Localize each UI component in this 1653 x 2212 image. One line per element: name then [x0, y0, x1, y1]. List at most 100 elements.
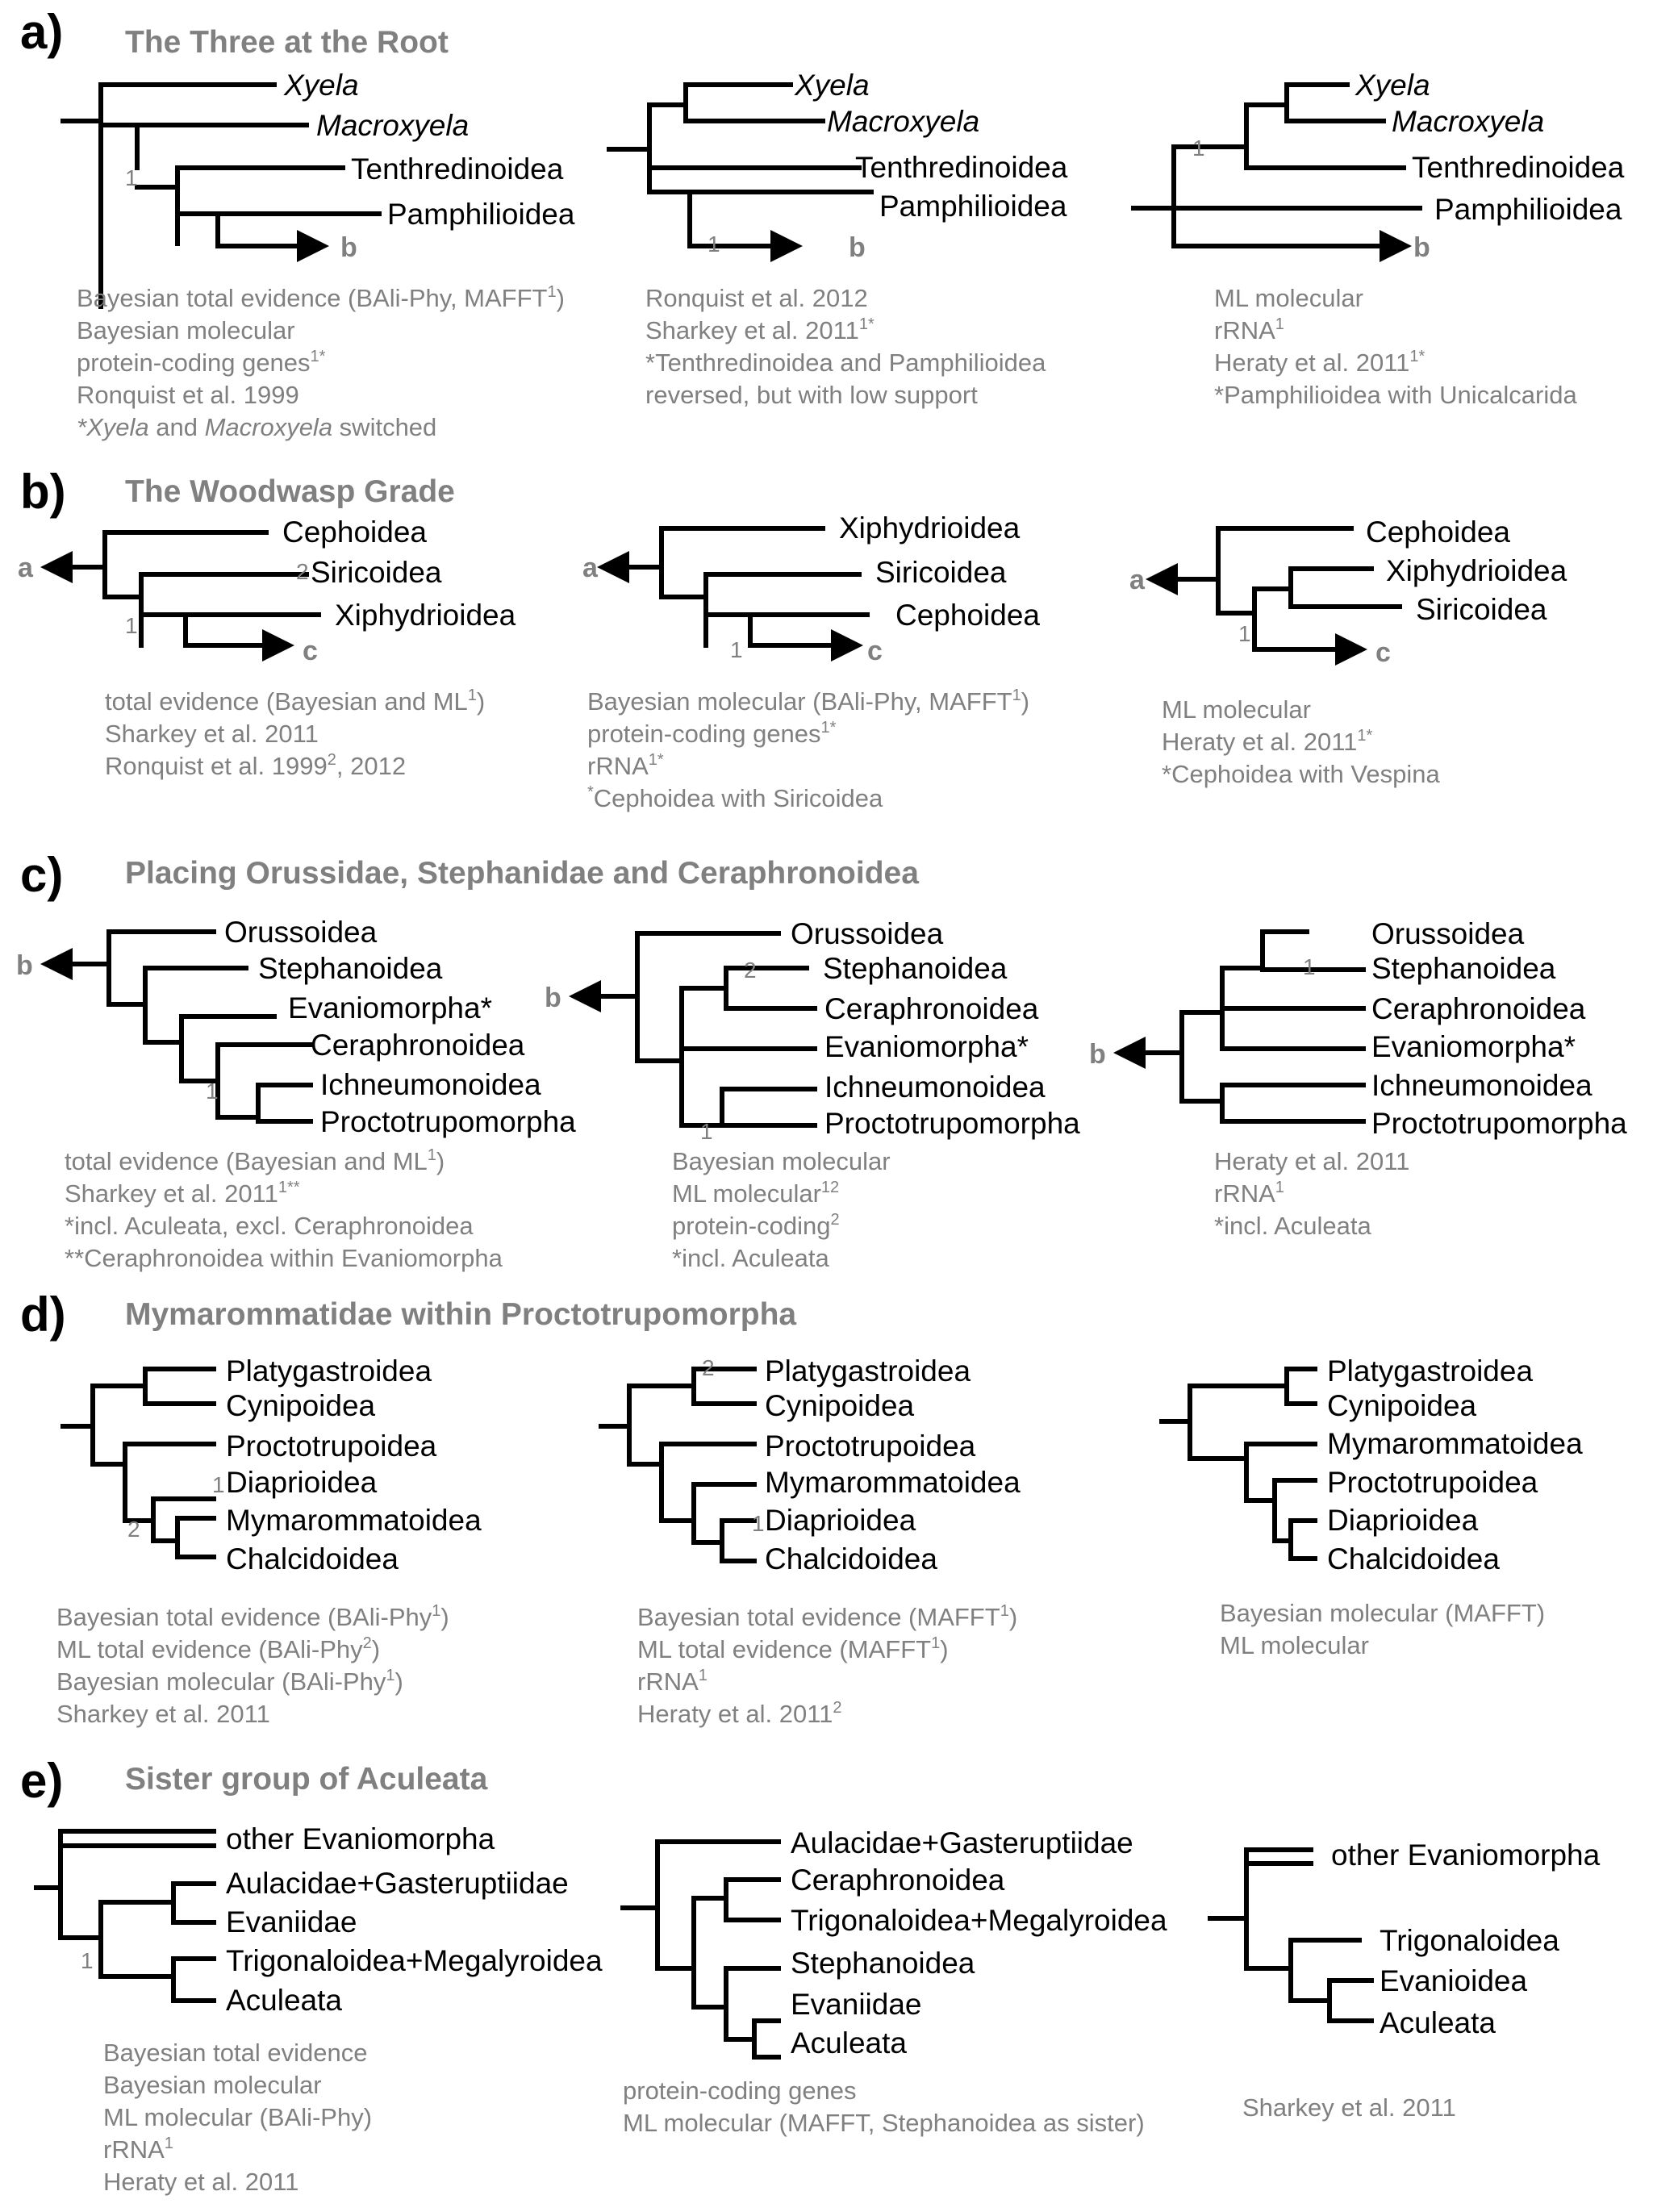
- caption-line: reversed, but with low support: [645, 381, 978, 409]
- caption-line: Ronquist et al. 1999: [77, 381, 299, 409]
- arrowhead-right: [262, 629, 294, 662]
- caption-line: *incl. Aculeata, excl. Ceraphronoidea: [65, 1212, 474, 1240]
- panel-title: Placing Orussidae, Stephanidae and Cerap…: [125, 856, 919, 891]
- caption-line: ML molecular (BAli-Phy): [103, 2103, 372, 2131]
- taxon-label: Cynipoidea: [765, 1389, 915, 1422]
- tree-a3: b Xyela Macroxyela Tenthredinoidea Pamph…: [1131, 69, 1625, 409]
- tree-e3: other Evaniomorpha Trigonaloidea Evanioi…: [1208, 1838, 1601, 2122]
- caption-line: ML molecular (MAFFT, Stephanoidea as sis…: [623, 2109, 1145, 2137]
- taxon-label: Ceraphronoidea: [311, 1029, 525, 1062]
- caption-line: Heraty et al. 2011: [103, 2168, 298, 2196]
- tree-d2: Platygastroidea Cynipoidea Proctotrupoid…: [599, 1354, 1021, 1728]
- taxon-label: Diaprioidea: [226, 1466, 378, 1499]
- arrowhead-left: [40, 551, 73, 583]
- taxon-label: Cynipoidea: [1327, 1389, 1477, 1422]
- caption-line: Bayesian molecular (BAli-Phy1): [56, 1667, 403, 1696]
- taxon-label: Diaprioidea: [1327, 1504, 1479, 1537]
- caption-line: ML molecular: [1220, 1631, 1369, 1659]
- taxon-label: Xiphydrioidea: [335, 599, 516, 632]
- arrow-label: c: [303, 636, 318, 666]
- arrow-label-in: a: [1129, 565, 1146, 595]
- taxon-label: Diaprioidea: [765, 1504, 916, 1537]
- taxon-label: Orussoidea: [224, 916, 378, 949]
- taxon-label: Siricoidea: [311, 556, 442, 589]
- support-value: 1: [708, 232, 720, 257]
- panel-letter: d): [20, 1288, 66, 1342]
- caption-line: ML molecular: [1162, 695, 1311, 724]
- panel-d: d) Mymarommatidae within Proctotrupomorp…: [20, 1288, 1583, 1728]
- caption-line: Bayesian molecular (BAli-Phy, MAFFT1): [587, 687, 1029, 716]
- caption-line: Sharkey et al. 2011: [56, 1700, 270, 1728]
- caption-line: Bayesian molecular: [103, 2071, 322, 2099]
- taxon-label: Xiphydrioidea: [839, 511, 1021, 545]
- arrowhead-right: [1380, 230, 1412, 262]
- tree-b1: a c Cephoidea Siricoidea Xiphydrioidea 2…: [18, 515, 516, 780]
- support-value: 1: [1192, 136, 1205, 161]
- caption-line: Sharkey et al. 2011: [1242, 2093, 1456, 2122]
- caption-line: Heraty et al. 20112: [637, 1699, 842, 1728]
- taxon-label: Evaniomorpha*: [824, 1030, 1029, 1063]
- panel-a: a) The Three at the Root b Xyela Macroxy…: [20, 5, 1625, 441]
- arrow-label: b: [340, 232, 357, 263]
- arrow-label-in: b: [1089, 1039, 1106, 1070]
- caption-line: *Tenthredinoidea and Pamphilioidea: [645, 348, 1046, 377]
- panel-title: Mymarommatidae within Proctotrupomorpha: [125, 1297, 796, 1332]
- caption-line: protein-coding genes1*: [77, 348, 326, 377]
- support-value: 2: [744, 958, 757, 983]
- caption-line: total evidence (Bayesian and ML1): [105, 687, 485, 716]
- caption-line: Heraty et al. 20111*: [1162, 727, 1373, 756]
- arrow-label-in: b: [16, 950, 33, 981]
- caption-line: rRNA1: [103, 2135, 173, 2164]
- support-value: 2: [702, 1355, 715, 1380]
- panel-b: b) The Woodwasp Grade a c Cephoidea Siri…: [18, 465, 1567, 812]
- arrowhead-right: [1335, 633, 1367, 666]
- taxon-label: Pamphilioidea: [879, 190, 1067, 223]
- arrowhead-left: [40, 948, 73, 980]
- arrow-label: c: [1375, 637, 1391, 668]
- caption-line: **Ceraphronoidea within Evaniomorpha: [65, 1244, 503, 1272]
- caption-line: *incl. Aculeata: [672, 1244, 829, 1272]
- support-value: 1: [1303, 954, 1316, 979]
- taxon-label: Ceraphronoidea: [824, 992, 1039, 1025]
- arrowhead-right: [770, 230, 803, 262]
- arrow-label-in: b: [545, 983, 561, 1013]
- taxon-label: Trigonaloidea+Megalyroidea: [791, 1904, 1167, 1937]
- tree-d3: Platygastroidea Cynipoidea Mymarommatoid…: [1159, 1354, 1583, 1659]
- taxon-label: Aculeata: [226, 1984, 342, 2017]
- arrowhead-left: [597, 551, 629, 583]
- arrowhead-left: [569, 980, 601, 1012]
- tree-d1: Platygastroidea Cynipoidea Proctotrupoid…: [56, 1354, 482, 1728]
- taxon-label: Cephoidea: [1366, 515, 1510, 549]
- caption-line: rRNA1*: [587, 751, 664, 780]
- taxon-label: Proctotrupoidea: [226, 1429, 437, 1463]
- arrow-label-in: a: [18, 553, 34, 583]
- caption-line: Bayesian total evidence: [103, 2039, 367, 2067]
- taxon-label: Cephoidea: [282, 515, 427, 549]
- taxon-label: Ceraphronoidea: [791, 1864, 1005, 1897]
- caption-line: Heraty et al. 2011: [1214, 1147, 1409, 1175]
- support-value: 1: [700, 1119, 713, 1144]
- caption-line: *Xyela and Macroxyela switched: [77, 413, 436, 441]
- taxon-label: Ichneumonoidea: [320, 1068, 541, 1101]
- taxon-label: Stephanoidea: [823, 952, 1008, 985]
- arrowhead-left: [1113, 1037, 1146, 1069]
- taxon-label: Macroxyela: [827, 105, 979, 138]
- panel-letter: b): [20, 465, 66, 519]
- caption-line: rRNA1: [1214, 1179, 1284, 1208]
- taxon-label: Aulacidae+Gasteruptiidae: [226, 1867, 569, 1900]
- support-value: 2: [296, 559, 309, 584]
- support-value: 2: [127, 1517, 140, 1542]
- caption-line: protein-coding genes1*: [587, 719, 837, 748]
- taxon-label: Xyela: [1355, 69, 1430, 102]
- support-value: 1: [81, 1948, 94, 1973]
- taxon-label: Evaniomorpha*: [1371, 1030, 1576, 1063]
- caption-line: ML molecular: [1214, 284, 1363, 312]
- caption-line: rRNA1: [1214, 315, 1284, 344]
- tree-e2: Aulacidae+Gasteruptiidae Ceraphronoidea …: [620, 1826, 1167, 2137]
- caption-line: Bayesian total evidence (BAli-Phy, MAFFT…: [77, 283, 565, 312]
- tree-e1: other Evaniomorpha Aulacidae+Gasteruptii…: [34, 1822, 603, 2196]
- taxon-label: Xiphydrioidea: [1386, 554, 1567, 587]
- taxon-label: Ichneumonoidea: [824, 1071, 1046, 1104]
- taxon-label: Evanioidea: [1380, 1964, 1528, 1997]
